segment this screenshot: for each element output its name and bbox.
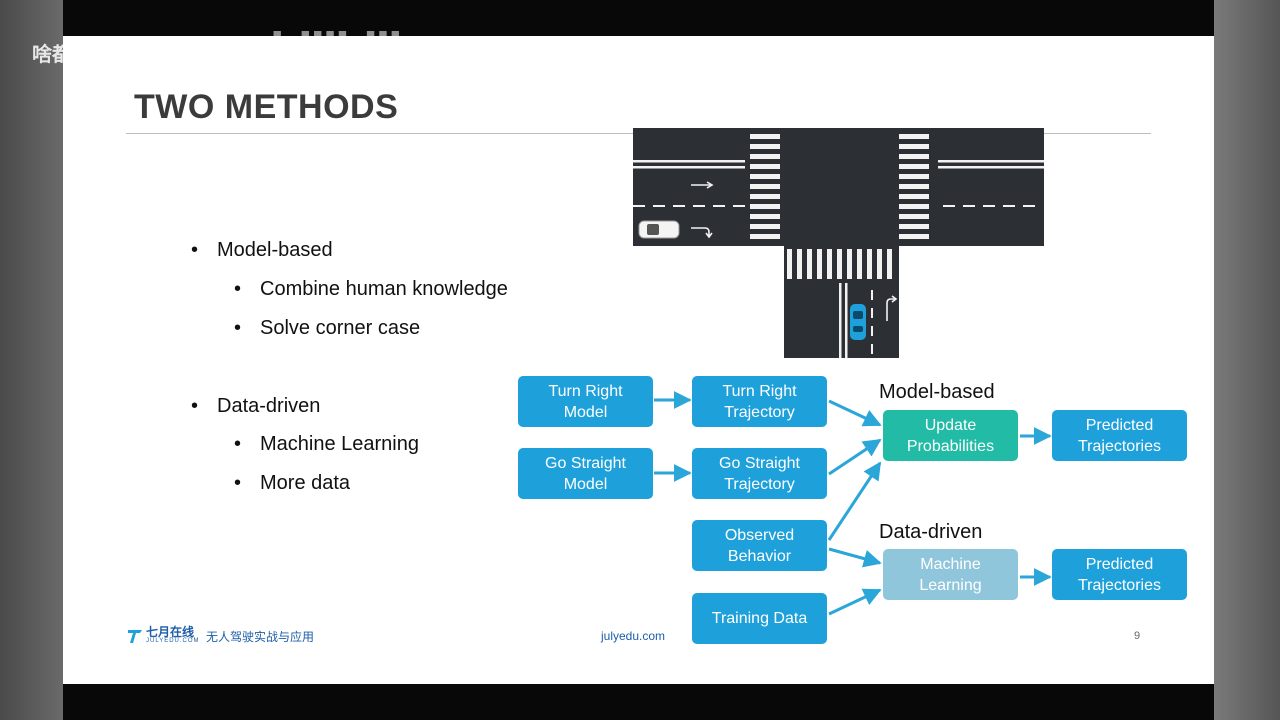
bullet-more-data: More data [234,472,350,495]
uploader-watermark: 啥都 [32,42,72,66]
brand-name-en: JULYEDU.COM [146,638,200,644]
bilibili-watermark-logo: bilibili [270,24,403,73]
node-predicted-trajectories-data: Predicted Trajectories [1052,549,1187,600]
node-go-straight-trajectory: Go Straight Trajectory [692,448,827,499]
bullet-machine-learning: Machine Learning [234,433,419,456]
course-name: 无人驾驶实战与应用 [206,630,315,644]
page-number: 9 [1134,630,1141,642]
label-data-driven: Data-driven [879,521,983,543]
julyedu-logo-icon [128,629,142,643]
video-side-margin-left [0,0,63,720]
bullet-combine-knowledge: Combine human knowledge [234,278,508,301]
node-observed-behavior: Observed Behavior [692,520,827,571]
node-predicted-trajectories-model: Predicted Trajectories [1052,410,1187,461]
node-go-straight-model: Go Straight Model [518,448,653,499]
video-side-margin-right [1214,0,1280,720]
bullet-model-based: Model-based [191,239,333,262]
node-turn-right-model: Turn Right Model [518,376,653,427]
letterbox-top [63,0,1214,36]
node-training-data: Training Data [692,593,827,644]
intersection-illustration [633,128,1044,358]
node-update-probabilities: Update Probabilities [883,410,1018,461]
label-model-based: Model-based [879,381,995,403]
letterbox-bottom [63,684,1214,720]
bullet-solve-corner-case: Solve corner case [234,317,420,340]
bullet-data-driven: Data-driven [191,395,320,418]
brand-name-cn: 七月在线 [146,625,195,639]
slide-title: TWO METHODS [134,88,399,126]
node-turn-right-trajectory: Turn Right Trajectory [692,376,827,427]
brand-logo: 七月在线 JULYEDU.COM [127,626,200,645]
site-url: julyedu.com [601,629,666,643]
node-machine-learning: Machine Learning [883,549,1018,600]
